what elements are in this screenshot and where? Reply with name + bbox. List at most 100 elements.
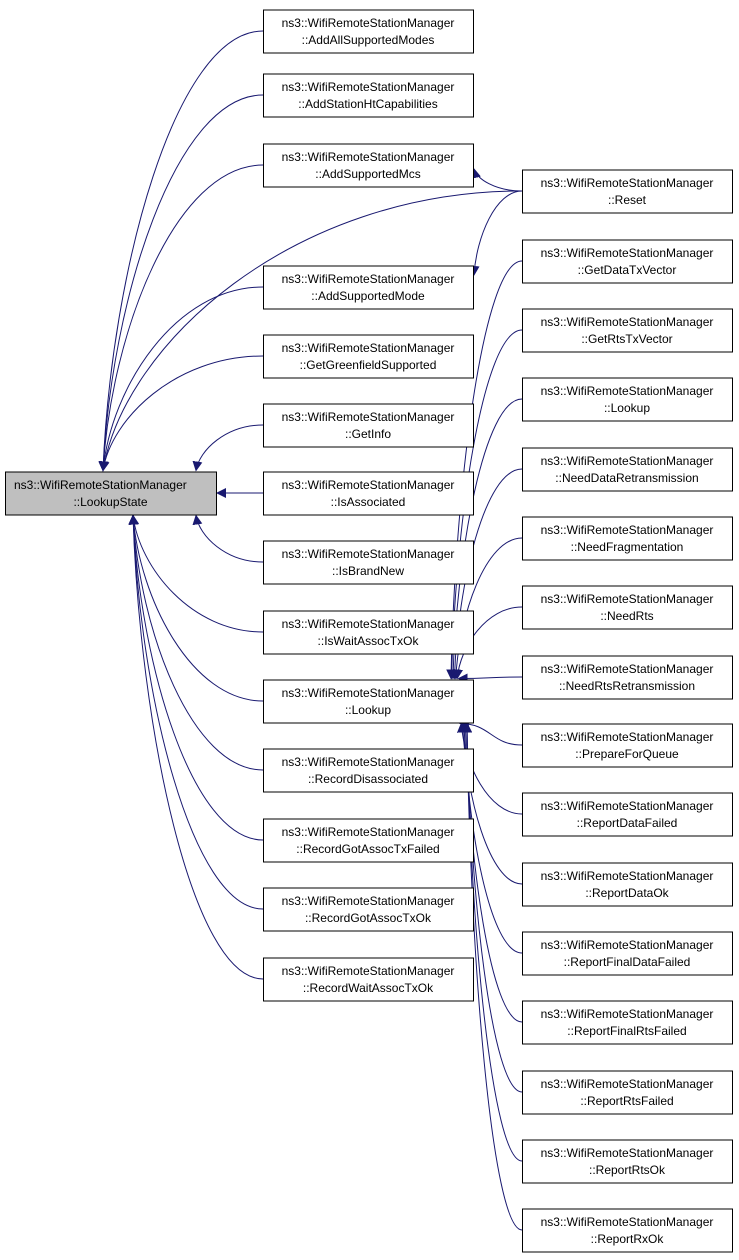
node-box [522,239,733,284]
node-box [522,931,733,976]
node-namespace-label: ns3::WifiRemoteStationManager [541,662,714,676]
node-is-brand-new[interactable]: ns3::WifiRemoteStationManager::IsBrandNe… [263,540,474,585]
node-method-label: ::RecordGotAssocTxFailed [296,842,439,856]
node-add-all-supported-modes[interactable]: ns3::WifiRemoteStationManager::AddAllSup… [263,9,474,54]
edge-record-got-assoc-tx-ok-to-lookup-state [128,514,264,910]
node-lookup-mid[interactable]: ns3::WifiRemoteStationManager::Lookup [263,679,474,724]
node-namespace-label: ns3::WifiRemoteStationManager [282,547,455,561]
node-namespace-label: ns3::WifiRemoteStationManager [541,1146,714,1160]
node-namespace-label: ns3::WifiRemoteStationManager [282,617,455,631]
node-add-supported-mode[interactable]: ns3::WifiRemoteStationManager::AddSuppor… [263,265,474,310]
node-need-rts-retransmission[interactable]: ns3::WifiRemoteStationManager::NeedRtsRe… [522,655,733,700]
node-lookup-state[interactable]: ns3::WifiRemoteStationManager::LookupSta… [5,471,217,516]
node-method-label: ::ReportFinalDataFailed [564,955,691,969]
node-box [522,308,733,353]
node-record-disassociated[interactable]: ns3::WifiRemoteStationManager::RecordDis… [263,748,474,793]
node-method-label: ::NeedDataRetransmission [555,471,698,485]
node-namespace-label: ns3::WifiRemoteStationManager [14,478,187,492]
node-need-rts[interactable]: ns3::WifiRemoteStationManager::NeedRts [522,585,733,630]
node-namespace-label: ns3::WifiRemoteStationManager [282,964,455,978]
edge-lookup-mid-to-lookup-state [128,514,264,702]
node-box [263,334,474,379]
node-method-label: ::Lookup [345,703,391,717]
node-get-data-tx-vector[interactable]: ns3::WifiRemoteStationManager::GetDataTx… [522,239,733,284]
node-get-greenfield-supported[interactable]: ns3::WifiRemoteStationManager::GetGreenf… [263,334,474,379]
node-record-got-assoc-tx-ok[interactable]: ns3::WifiRemoteStationManager::RecordGot… [263,887,474,932]
edge-reset-to-lookup-state [99,190,523,472]
node-namespace-label: ns3::WifiRemoteStationManager [541,1007,714,1021]
node-method-label: ::GetDataTxVector [578,263,677,277]
node-method-label: ::AddSupportedMode [311,289,425,303]
node-namespace-label: ns3::WifiRemoteStationManager [541,523,714,537]
node-box [263,957,474,1002]
node-box [522,447,733,492]
node-prepare-for-queue[interactable]: ns3::WifiRemoteStationManager::PrepareFo… [522,723,733,768]
edge-need-rts-retransmission-to-lookup-mid [457,673,523,684]
node-box [522,1208,733,1253]
node-box [263,265,474,310]
node-box [5,471,217,516]
node-method-label: ::ReportRtsFailed [580,1094,673,1108]
node-box [522,862,733,907]
node-box [522,377,733,422]
node-add-supported-mcs[interactable]: ns3::WifiRemoteStationManager::AddSuppor… [263,143,474,188]
edge-get-data-tx-vector-to-lookup-mid [446,260,523,680]
node-report-final-data-failed[interactable]: ns3::WifiRemoteStationManager::ReportFin… [522,931,733,976]
node-report-rts-ok[interactable]: ns3::WifiRemoteStationManager::ReportRts… [522,1139,733,1184]
node-get-info[interactable]: ns3::WifiRemoteStationManager::GetInfo [263,403,474,448]
edge-record-wait-assoc-tx-ok-to-lookup-state [128,514,264,980]
node-report-rts-failed[interactable]: ns3::WifiRemoteStationManager::ReportRts… [522,1070,733,1115]
node-report-rx-ok[interactable]: ns3::WifiRemoteStationManager::ReportRxO… [522,1208,733,1253]
node-namespace-label: ns3::WifiRemoteStationManager [541,315,714,329]
edge-prepare-for-queue-to-lookup-mid [458,718,523,746]
edge-add-station-ht-capabilities-to-lookup-state [98,94,264,472]
node-namespace-label: ns3::WifiRemoteStationManager [282,894,455,908]
edge-reset-to-add-supported-mcs [471,168,523,192]
node-namespace-label: ns3::WifiRemoteStationManager [541,869,714,883]
node-lookup-right[interactable]: ns3::WifiRemoteStationManager::Lookup [522,377,733,422]
node-box [263,748,474,793]
node-method-label: ::GetInfo [345,427,391,441]
node-namespace-label: ns3::WifiRemoteStationManager [282,825,455,839]
node-namespace-label: ns3::WifiRemoteStationManager [282,80,455,94]
edge-add-all-supported-modes-to-lookup-state [98,30,264,472]
node-add-station-ht-capabilities[interactable]: ns3::WifiRemoteStationManager::AddStatio… [263,73,474,118]
node-record-wait-assoc-tx-ok[interactable]: ns3::WifiRemoteStationManager::RecordWai… [263,957,474,1002]
node-need-fragmentation[interactable]: ns3::WifiRemoteStationManager::NeedFragm… [522,516,733,561]
node-method-label: ::NeedFragmentation [571,540,684,554]
node-namespace-label: ns3::WifiRemoteStationManager [282,272,455,286]
node-namespace-label: ns3::WifiRemoteStationManager [282,150,455,164]
node-method-label: ::ReportRtsOk [589,1163,666,1177]
node-report-data-failed[interactable]: ns3::WifiRemoteStationManager::ReportDat… [522,792,733,837]
node-box [522,1139,733,1184]
node-box [263,540,474,585]
node-get-rts-tx-vector[interactable]: ns3::WifiRemoteStationManager::GetRtsTxV… [522,308,733,353]
node-record-got-assoc-tx-failed[interactable]: ns3::WifiRemoteStationManager::RecordGot… [263,818,474,863]
node-box [263,73,474,118]
node-box [522,723,733,768]
node-method-label: ::AddSupportedMcs [315,167,420,181]
node-namespace-label: ns3::WifiRemoteStationManager [282,755,455,769]
node-is-wait-assoc-tx-ok[interactable]: ns3::WifiRemoteStationManager::IsWaitAss… [263,610,474,655]
node-box [263,887,474,932]
node-box [263,471,474,516]
node-namespace-label: ns3::WifiRemoteStationManager [282,478,455,492]
node-report-data-ok[interactable]: ns3::WifiRemoteStationManager::ReportDat… [522,862,733,907]
node-is-associated[interactable]: ns3::WifiRemoteStationManager::IsAssocia… [263,471,474,516]
node-method-label: ::PrepareForQueue [575,747,679,761]
edge-record-got-assoc-tx-failed-to-lookup-state [128,514,264,841]
node-box [522,792,733,837]
node-reset[interactable]: ns3::WifiRemoteStationManager::Reset [522,169,733,214]
node-box [263,403,474,448]
edge-get-info-to-lookup-state [192,424,264,472]
node-method-label: ::RecordDisassociated [308,772,428,786]
node-need-data-retransmission[interactable]: ns3::WifiRemoteStationManager::NeedDataR… [522,447,733,492]
node-namespace-label: ns3::WifiRemoteStationManager [541,176,714,190]
node-report-final-rts-failed[interactable]: ns3::WifiRemoteStationManager::ReportFin… [522,1000,733,1045]
node-namespace-label: ns3::WifiRemoteStationManager [541,799,714,813]
edge-add-supported-mcs-to-lookup-state [98,164,264,472]
node-box [263,610,474,655]
node-method-label: ::AddAllSupportedModes [302,33,435,47]
node-method-label: ::GetGreenfieldSupported [300,358,437,372]
